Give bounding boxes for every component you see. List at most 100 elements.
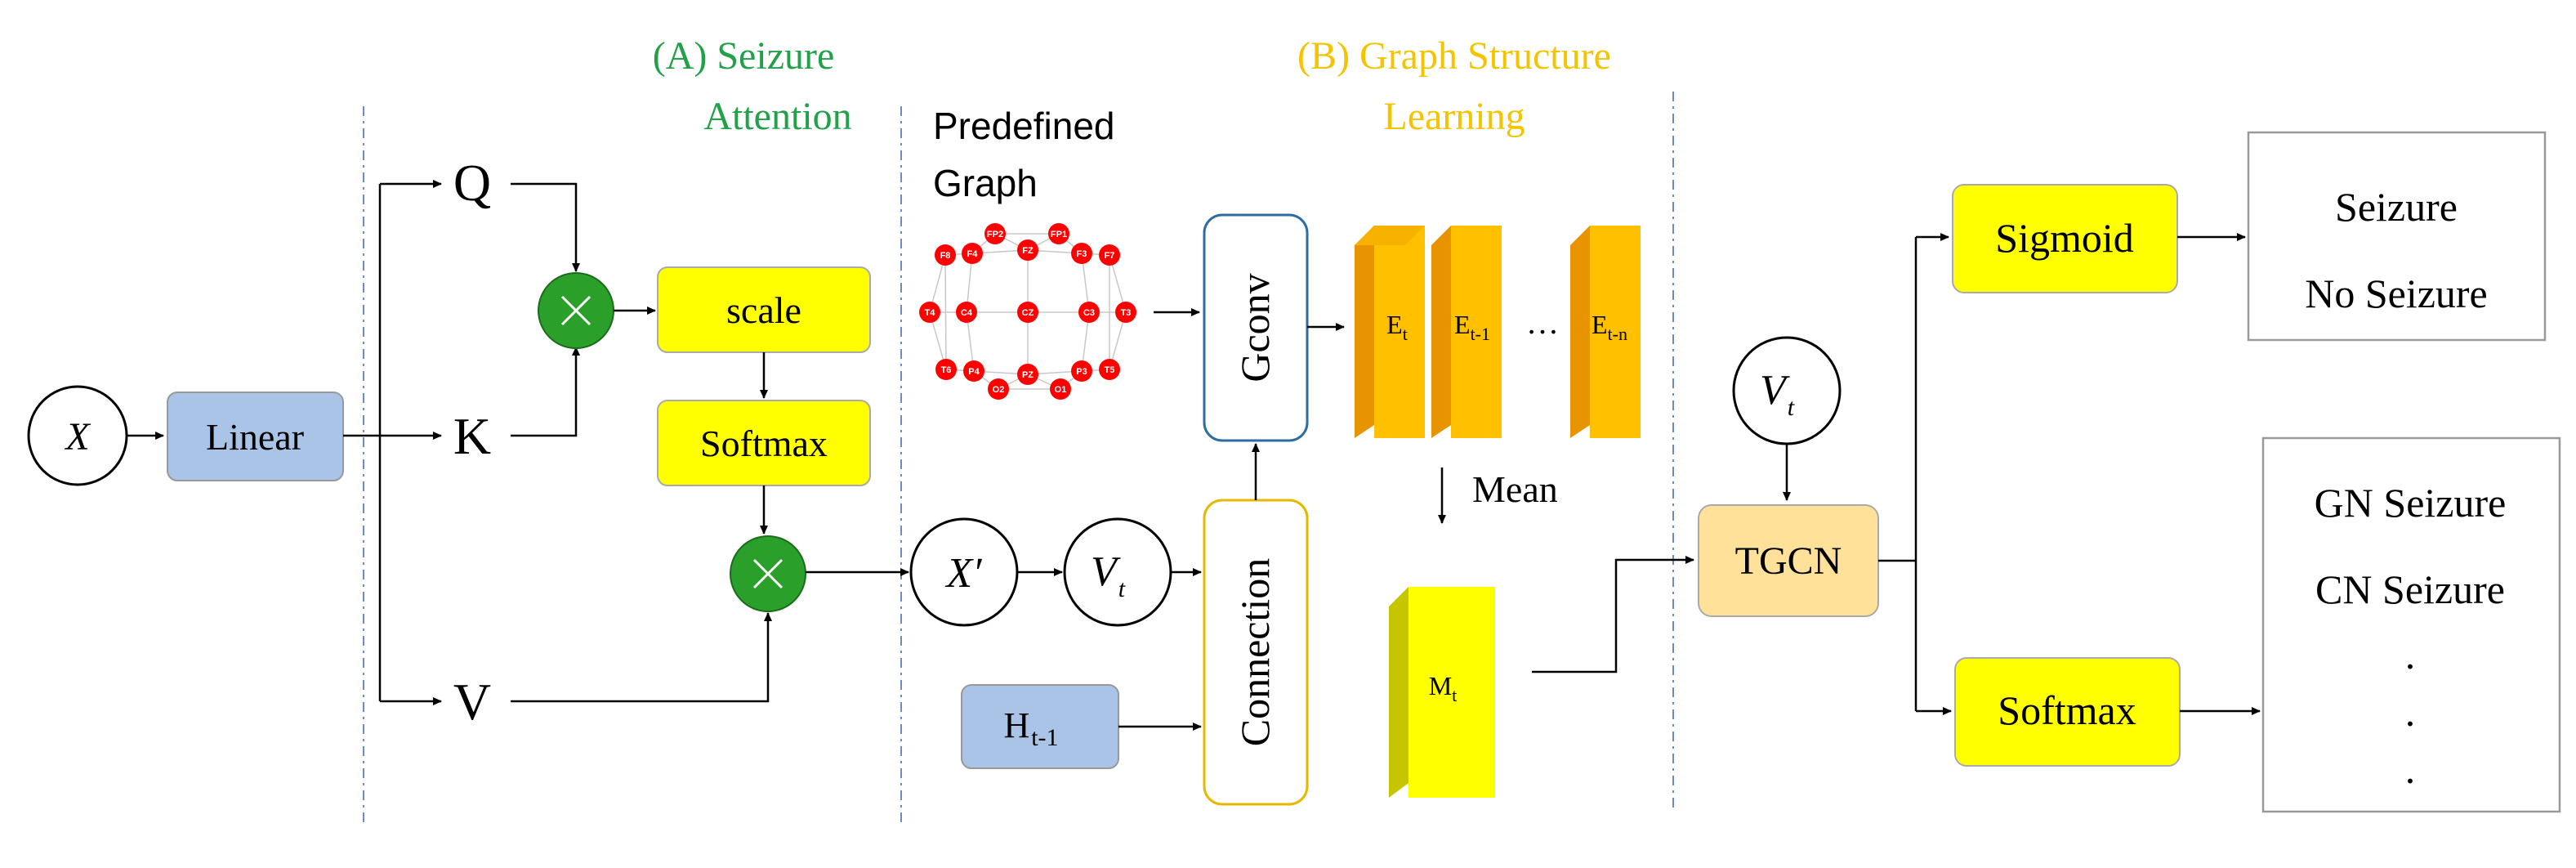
multiply-node-1 bbox=[538, 272, 614, 349]
electrode-node-t6 bbox=[935, 359, 957, 380]
electrode-label-c3: C3 bbox=[1083, 308, 1095, 318]
electrode-label-cz: CZ bbox=[1022, 308, 1034, 318]
embedding-et1-label: Et-1 bbox=[1454, 310, 1490, 344]
hidden-state-label: Ht-1 bbox=[1003, 705, 1058, 751]
predefined-graph-title-line2: Graph bbox=[933, 162, 1038, 204]
multiclass-output-box bbox=[2261, 436, 2561, 813]
output-dot-1: . bbox=[2405, 632, 2416, 678]
embedding-etn-sub: t-n bbox=[1608, 324, 1627, 344]
multiply-node-2 bbox=[730, 535, 806, 612]
output-dot-2: . bbox=[2405, 689, 2416, 735]
softmax-output-label: Softmax bbox=[1998, 687, 2136, 733]
tgcn-label: TGCN bbox=[1735, 539, 1842, 583]
electrode-node-t4 bbox=[919, 302, 940, 323]
v-label: V bbox=[453, 673, 491, 731]
electrode-label-t5: T5 bbox=[1105, 365, 1115, 375]
vt-middle-sub: t bbox=[1118, 575, 1126, 602]
output-no-seizure: No Seizure bbox=[2305, 271, 2488, 316]
electrode-label-f7: F7 bbox=[1105, 251, 1115, 261]
electrode-label-o1: O1 bbox=[1055, 385, 1067, 395]
electrode-node-c4 bbox=[956, 302, 977, 323]
output-gn-seizure: GN Seizure bbox=[2315, 480, 2507, 526]
sigmoid-box bbox=[1952, 184, 2178, 293]
electrode-node-o1 bbox=[1050, 378, 1071, 400]
vt-middle-base: V bbox=[1091, 548, 1121, 595]
embedding-et-sub: t bbox=[1403, 324, 1408, 344]
electrode-label-c4: C4 bbox=[961, 308, 973, 318]
electrode-label-t3: T3 bbox=[1121, 308, 1132, 318]
electrode-node-p4 bbox=[963, 360, 984, 382]
section-a-title-line2: Attention bbox=[703, 95, 851, 138]
x-prime-label: X′ bbox=[944, 550, 983, 597]
electrode-node-fz bbox=[1017, 239, 1038, 261]
input-x-label: X bbox=[64, 415, 91, 459]
electrode-label-pz: PZ bbox=[1022, 370, 1034, 380]
electrode-label-fp2: FP2 bbox=[987, 230, 1003, 239]
gconv-label: Gconv bbox=[1232, 273, 1278, 382]
vt-node-right bbox=[1732, 336, 1842, 445]
mean-mt-base: M bbox=[1429, 671, 1452, 700]
electrode-edge bbox=[944, 254, 947, 370]
electrode-node-fp1 bbox=[1048, 223, 1069, 244]
embedding-panel-et-1 bbox=[1431, 226, 1502, 438]
mean-panel-mt bbox=[1389, 587, 1495, 798]
arrow-q-mult bbox=[511, 182, 580, 272]
embedding-panel-etn bbox=[1570, 226, 1641, 438]
embedding-et1-base: E bbox=[1454, 310, 1471, 339]
electrode-label-f8: F8 bbox=[940, 251, 951, 261]
electrode-node-o2 bbox=[988, 378, 1009, 400]
embedding-ellipsis: … bbox=[1526, 304, 1559, 341]
mean-mt-sub: t bbox=[1452, 685, 1457, 705]
electrode-node-f3 bbox=[1071, 243, 1092, 264]
electrode-label-p4: P4 bbox=[968, 367, 980, 377]
vt-node-middle bbox=[1063, 517, 1172, 627]
electrode-node-f7 bbox=[1099, 244, 1120, 266]
electrode-node-t3 bbox=[1115, 302, 1136, 323]
embedding-etn-base: E bbox=[1592, 310, 1608, 339]
hidden-state-sub: t-1 bbox=[1031, 724, 1058, 751]
mean-label: Mean bbox=[1472, 468, 1558, 510]
electrode-node-t5 bbox=[1099, 359, 1120, 380]
linear-label: Linear bbox=[206, 416, 304, 458]
electrode-node-c3 bbox=[1078, 302, 1100, 323]
electrode-node-pz bbox=[1017, 364, 1038, 385]
embedding-et-label: Et bbox=[1386, 310, 1408, 344]
electrode-node-cz bbox=[1017, 302, 1038, 323]
electrode-node-f4 bbox=[962, 243, 983, 264]
mean-mt-label: Mt bbox=[1429, 671, 1458, 705]
vt-middle-label: Vt bbox=[1091, 548, 1126, 602]
electrode-label-t4: T4 bbox=[925, 308, 936, 318]
electrode-label-o2: O2 bbox=[993, 385, 1005, 395]
electrode-node-p3 bbox=[1071, 360, 1092, 382]
electrode-label-fp1: FP1 bbox=[1051, 230, 1067, 239]
predefined-graph-title-line1: Predefined bbox=[933, 105, 1115, 147]
electrode-label-f3: F3 bbox=[1077, 249, 1087, 259]
arrow-k-mult bbox=[511, 347, 580, 437]
embedding-panel-et bbox=[1355, 226, 1425, 438]
section-b-title-line1: (B) Graph Structure bbox=[1297, 34, 1611, 78]
scale-label: scale bbox=[726, 289, 801, 331]
output-cn-seizure: CN Seizure bbox=[2315, 566, 2505, 612]
electrode-label-p3: P3 bbox=[1076, 367, 1087, 377]
q-label: Q bbox=[453, 154, 491, 212]
electrode-label-t6: T6 bbox=[941, 365, 952, 375]
embedding-etn-label: Et-n bbox=[1592, 310, 1627, 344]
sigmoid-label: Sigmoid bbox=[1995, 215, 2133, 261]
output-seizure: Seizure bbox=[2335, 184, 2458, 230]
embedding-et1-sub: t-1 bbox=[1471, 324, 1490, 344]
section-a-title-line1: (A) Seizure bbox=[653, 34, 835, 78]
electrode-label-fz: FZ bbox=[1022, 246, 1034, 256]
connection-label: Connection bbox=[1232, 558, 1278, 747]
embedding-et-base: E bbox=[1386, 310, 1403, 339]
arrow-mt-tgcn bbox=[1532, 556, 1694, 673]
vt-right-label: Vt bbox=[1760, 367, 1795, 421]
softmax-attention-label: Softmax bbox=[700, 423, 828, 464]
section-b-title-line2: Learning bbox=[1383, 95, 1525, 138]
k-label: K bbox=[453, 407, 491, 465]
vt-right-sub: t bbox=[1788, 394, 1795, 421]
hidden-state-base: H bbox=[1003, 705, 1029, 745]
arrow-v-mult2 bbox=[511, 612, 772, 703]
electrode-node-f8 bbox=[935, 244, 956, 266]
